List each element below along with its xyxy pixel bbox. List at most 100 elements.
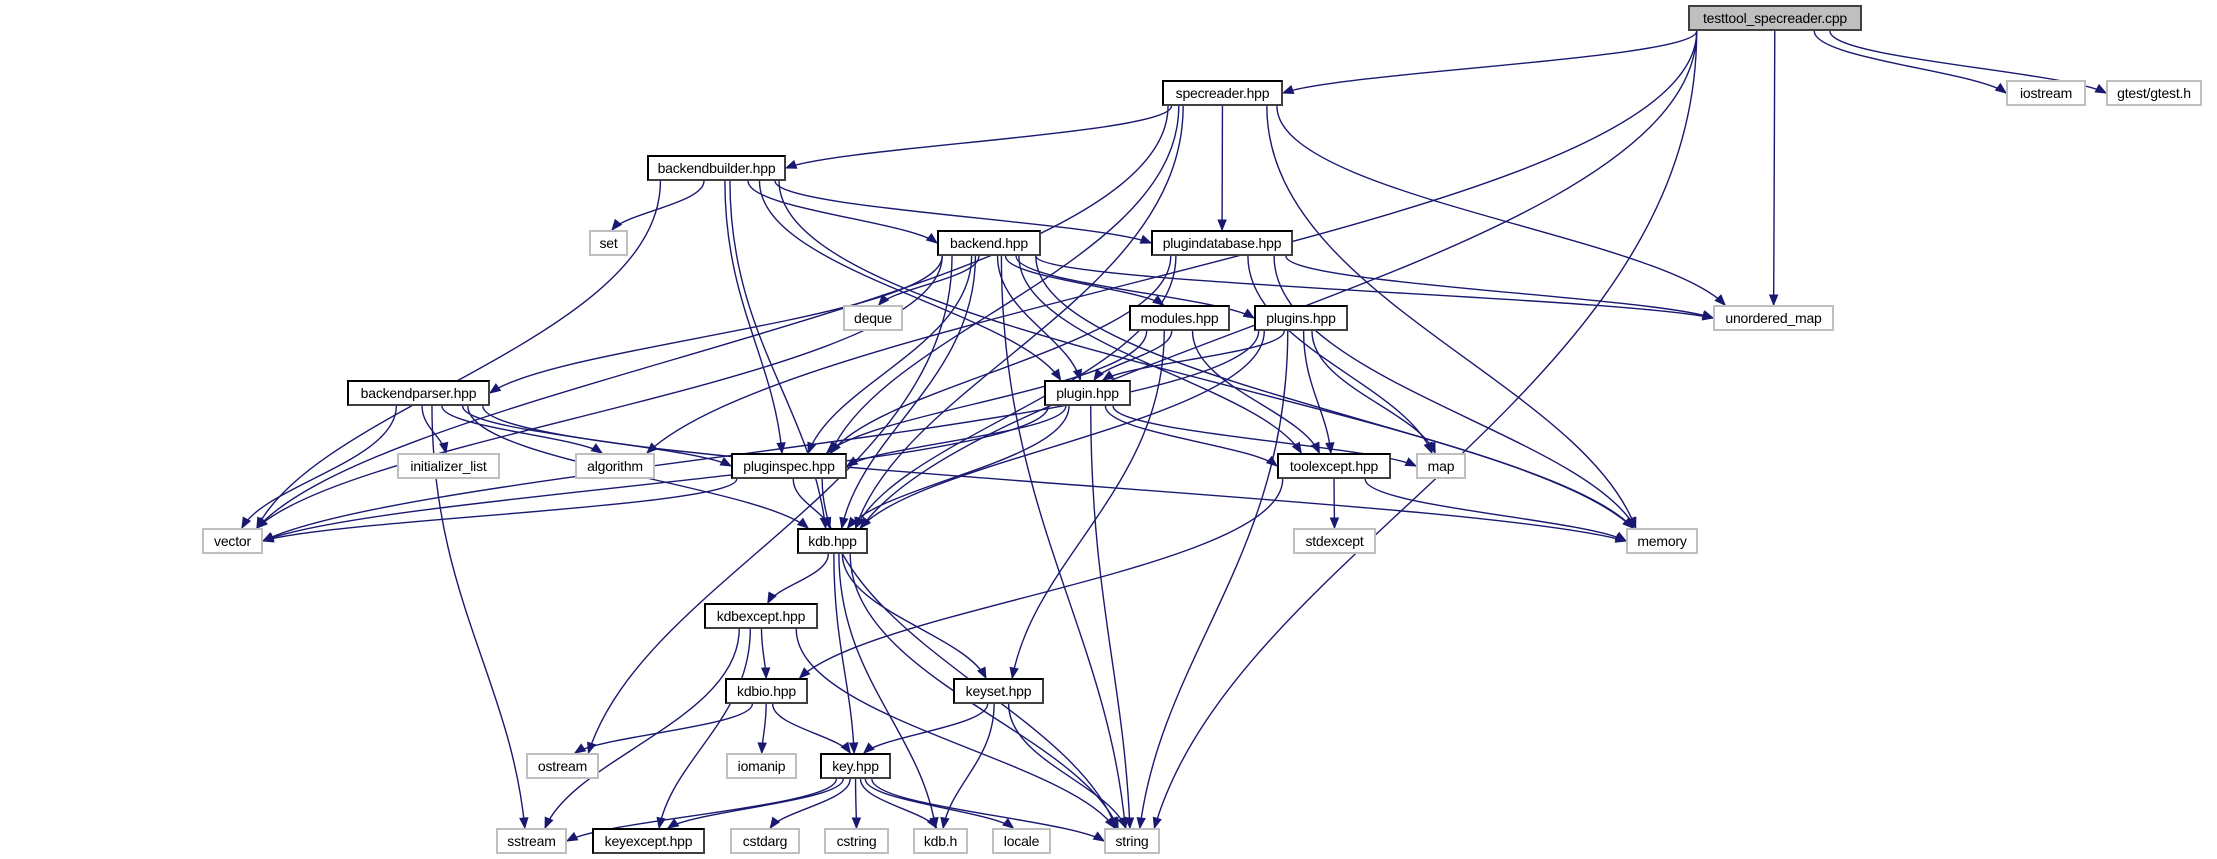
node-modules[interactable]: modules.hpp	[1129, 305, 1230, 331]
edge-backendparser-to-vector	[241, 405, 398, 529]
arrowhead-icon	[719, 456, 733, 467]
edge-keyset-to-key	[863, 703, 989, 754]
node-keyset[interactable]: keyset.hpp	[953, 678, 1044, 704]
node-label: iostream	[2019, 85, 2073, 101]
arrowhead-icon	[862, 742, 875, 754]
arrowhead-icon	[544, 816, 554, 830]
arrowhead-icon	[666, 818, 680, 829]
arrowhead-icon	[840, 741, 851, 755]
edge-backend-to-pluginspec	[807, 255, 973, 454]
edge-pluginspec-to-vector	[262, 478, 738, 542]
node-label: keyset.hpp	[965, 683, 1032, 699]
node-label: vector	[214, 533, 251, 549]
arrowhead-icon	[846, 516, 858, 530]
edge-plugins-to-map	[1311, 330, 1436, 454]
node-backend[interactable]: backend.hpp	[937, 230, 1041, 256]
arrowhead-icon	[255, 517, 268, 529]
node-plugins[interactable]: plugins.hpp	[1254, 305, 1348, 331]
node-label: cstdarg	[742, 833, 788, 849]
edge-plugindatabase-to-kdb	[854, 255, 1177, 529]
edge-backend-to-vector	[256, 255, 943, 529]
node-label: string	[1115, 833, 1149, 849]
node-vector: vector	[202, 528, 263, 554]
node-toolexcept[interactable]: toolexcept.hpp	[1277, 453, 1391, 479]
arrowhead-icon	[784, 159, 798, 169]
node-label: iomanip	[737, 758, 786, 774]
edge-key-to-keyexcept	[667, 778, 844, 829]
edge-backend-to-kdb	[841, 255, 977, 529]
node-gtest: gtest/gtest.h	[2106, 80, 2202, 106]
node-set: set	[589, 230, 628, 256]
node-label: modules.hpp	[1140, 310, 1219, 326]
edge-modules-to-pluginspec	[826, 330, 1148, 454]
edge-key-to-sstream	[566, 778, 838, 842]
arrowhead-icon	[769, 816, 781, 830]
edge-kdbexcept-to-string	[795, 628, 1116, 829]
arrowhead-icon	[1092, 831, 1106, 842]
edge-backend-to-string	[1000, 255, 1127, 829]
node-plugin[interactable]: plugin.hpp	[1044, 380, 1131, 406]
edge-specreader-to-pluginspec	[830, 105, 1180, 454]
arrowhead-icon	[1217, 219, 1227, 232]
arrowhead-icon	[1009, 666, 1019, 680]
edge-root-to-string	[1153, 30, 1698, 829]
arrowhead-icon	[1714, 294, 1727, 306]
node-label: plugins.hpp	[1266, 310, 1336, 326]
arrowhead-icon	[1124, 817, 1135, 830]
node-label: plugindatabase.hpp	[1162, 235, 1282, 251]
edge-plugin-to-string	[1090, 405, 1131, 829]
node-algorithm: algorithm	[575, 453, 655, 479]
edge-kdbexcept-to-sstream	[544, 628, 740, 829]
arrowhead-icon	[757, 742, 767, 755]
node-kdbexcept[interactable]: kdbexcept.hpp	[704, 603, 818, 629]
node-label: kdb.h	[923, 833, 958, 849]
node-keyexcept[interactable]: keyexcept.hpp	[592, 828, 705, 854]
node-label: backendparser.hpp	[360, 385, 477, 401]
edge-modules-to-keyset	[1011, 330, 1165, 679]
node-label: stdexcept	[1305, 533, 1364, 549]
arrowhead-icon	[2094, 83, 2108, 94]
arrowhead-icon	[488, 383, 502, 394]
node-kdbio[interactable]: kdbio.hpp	[725, 678, 808, 704]
edge-backendbuilder-to-plugindatabase	[774, 180, 1152, 244]
edge-plugin-to-vector	[262, 405, 1050, 542]
edge-backend-to-toolexcept	[1018, 255, 1302, 454]
arrowhead-icon	[1152, 816, 1162, 830]
node-label: plugin.hpp	[1056, 385, 1119, 401]
node-specreader[interactable]: specreader.hpp	[1162, 80, 1283, 106]
edge-kdbio-to-key	[771, 703, 851, 754]
node-root[interactable]: testtool_specreader.cpp	[1688, 5, 1862, 31]
arrowhead-icon	[241, 516, 252, 530]
node-pluginspec[interactable]: pluginspec.hpp	[731, 453, 847, 479]
edge-kdb-to-kdbh	[838, 553, 937, 829]
arrowhead-icon	[1701, 310, 1715, 320]
node-kdb[interactable]: kdb.hpp	[797, 528, 868, 554]
node-backendbuilder[interactable]: backendbuilder.hpp	[647, 155, 786, 181]
edge-kdb-to-keyset	[841, 553, 987, 679]
node-backendparser[interactable]: backendparser.hpp	[347, 380, 490, 406]
node-memory: memory	[1626, 528, 1698, 554]
arrowhead-icon	[573, 743, 587, 754]
edge-keyset-to-string	[1007, 703, 1127, 829]
edge-modules-to-toolexcept	[1191, 330, 1320, 454]
node-label: kdbio.hpp	[737, 683, 796, 699]
node-stdexcept: stdexcept	[1293, 528, 1376, 554]
edge-plugin-to-toolexcept	[1104, 405, 1278, 467]
edge-backendparser-to-algorithm	[441, 405, 603, 454]
node-label: locale	[1003, 833, 1040, 849]
arrowhead-icon	[825, 442, 838, 454]
edge-kdb-to-kdbexcept	[767, 553, 829, 604]
arrowhead-icon	[926, 816, 938, 830]
edge-keyset-to-kdbh	[942, 703, 995, 829]
node-plugindatabase[interactable]: plugindatabase.hpp	[1151, 230, 1293, 256]
node-label: backend.hpp	[950, 235, 1028, 251]
node-key[interactable]: key.hpp	[820, 753, 891, 779]
edge-plugins-to-kdb	[859, 330, 1265, 529]
arrowhead-icon	[1104, 816, 1116, 830]
edge-root-to-iostream	[1813, 30, 2007, 94]
arrowhead-icon	[796, 517, 810, 529]
node-cstring: cstring	[824, 828, 889, 854]
node-locale: locale	[992, 828, 1051, 854]
